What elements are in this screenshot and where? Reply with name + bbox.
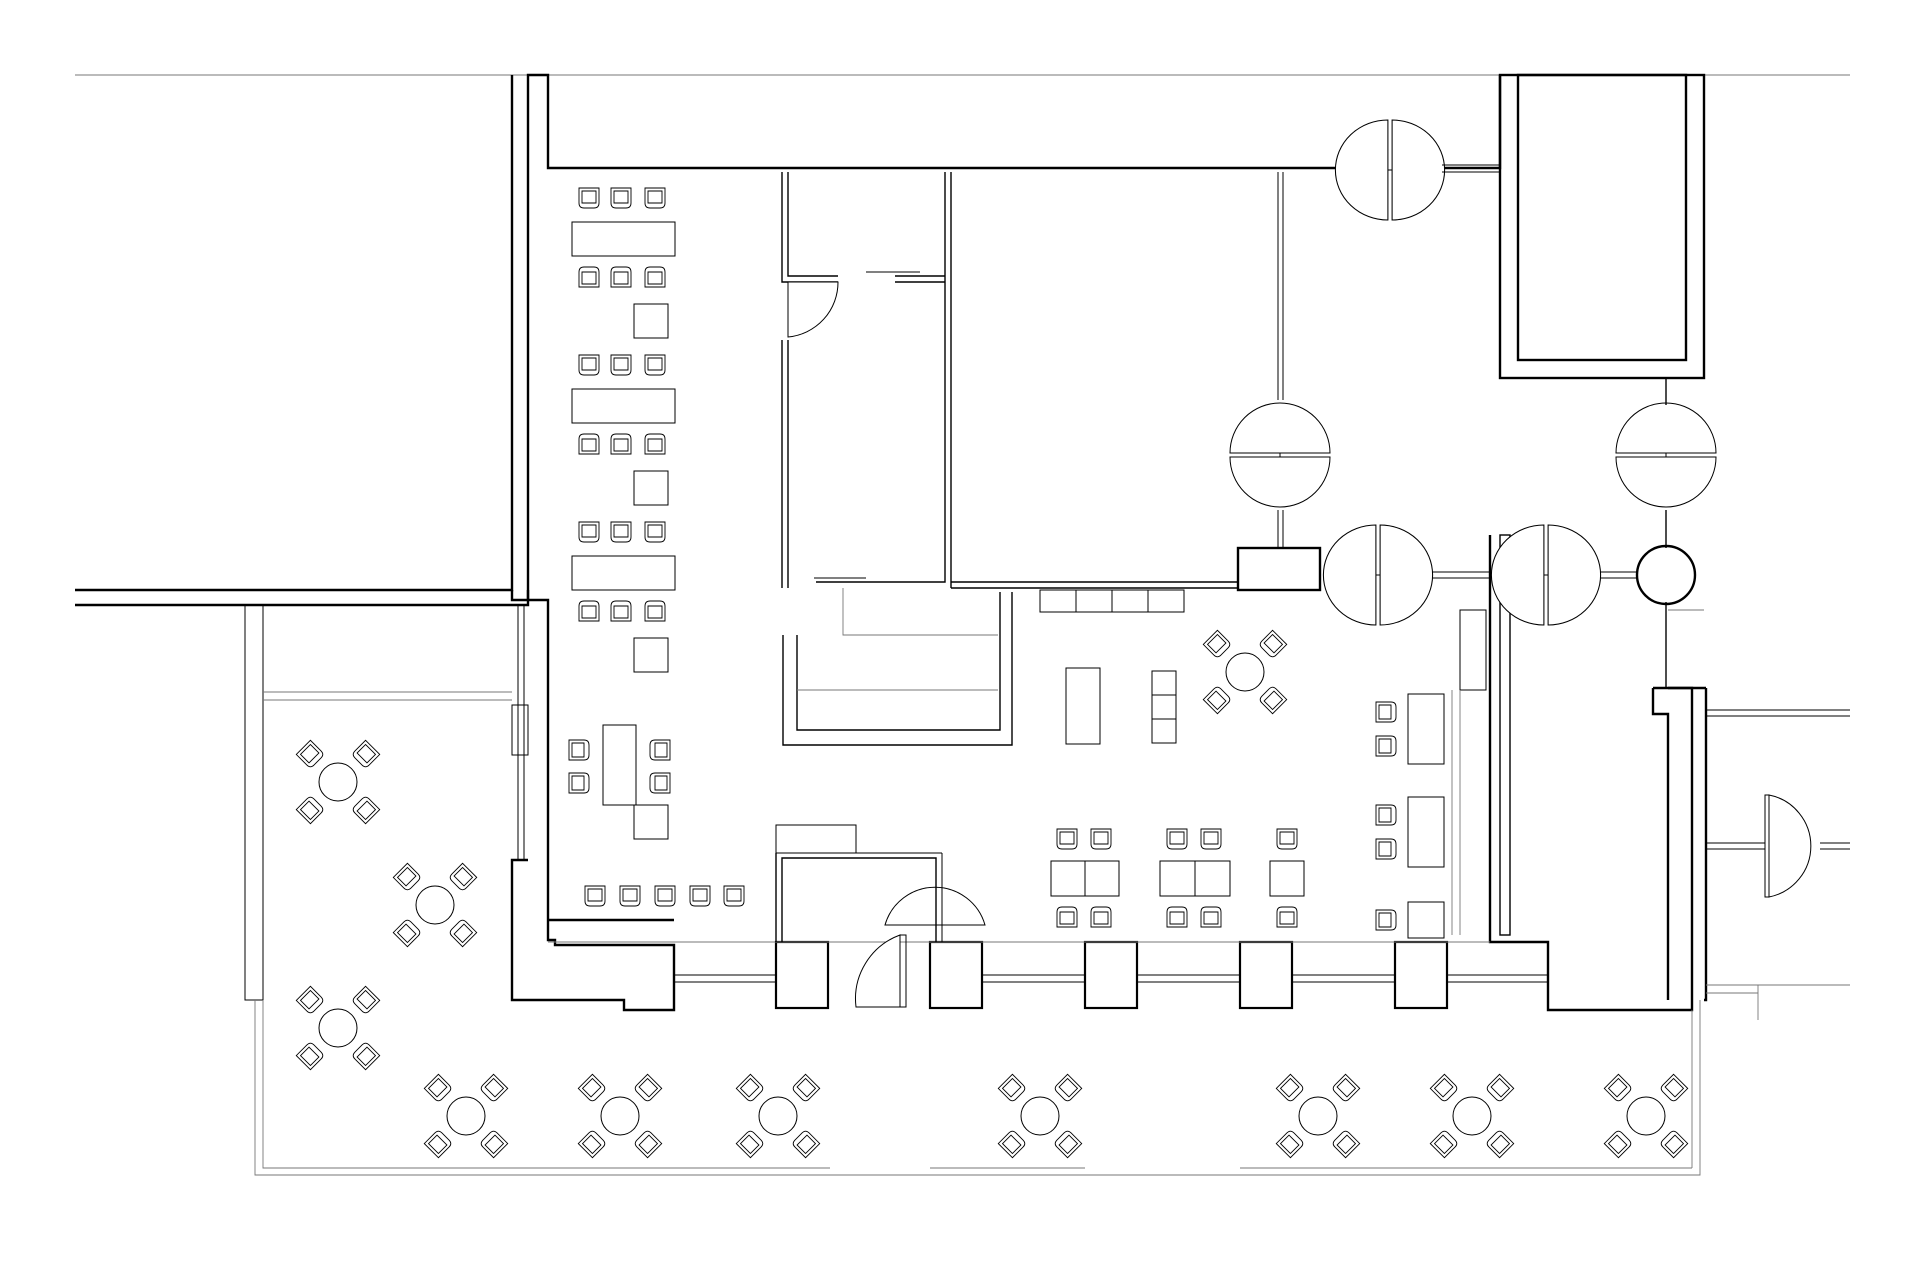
glass-partition (1236, 172, 1322, 592)
entrance-door (855, 886, 986, 1008)
booth-tables (1375, 693, 1445, 939)
revolving-doors (1229, 119, 1717, 688)
facade-piers (548, 940, 1548, 1010)
terrace (244, 604, 1850, 1176)
long-tables (571, 187, 676, 673)
side-table-group (568, 724, 671, 840)
bar-counter (782, 581, 1238, 746)
elevator-shaft (1498, 73, 1706, 380)
host-cabinet (775, 824, 943, 942)
left-glazing (511, 605, 529, 860)
adjacent-building-left (75, 75, 530, 607)
terrace-tables (296, 740, 1687, 1157)
side-exit-door (1706, 709, 1850, 898)
dining-tables (1050, 828, 1305, 928)
center-tables (1065, 630, 1287, 745)
restroom-partitions (781, 172, 952, 588)
exterior-walls (510, 73, 1502, 1012)
shelving (1039, 589, 1185, 613)
bench-chairs (584, 885, 745, 907)
